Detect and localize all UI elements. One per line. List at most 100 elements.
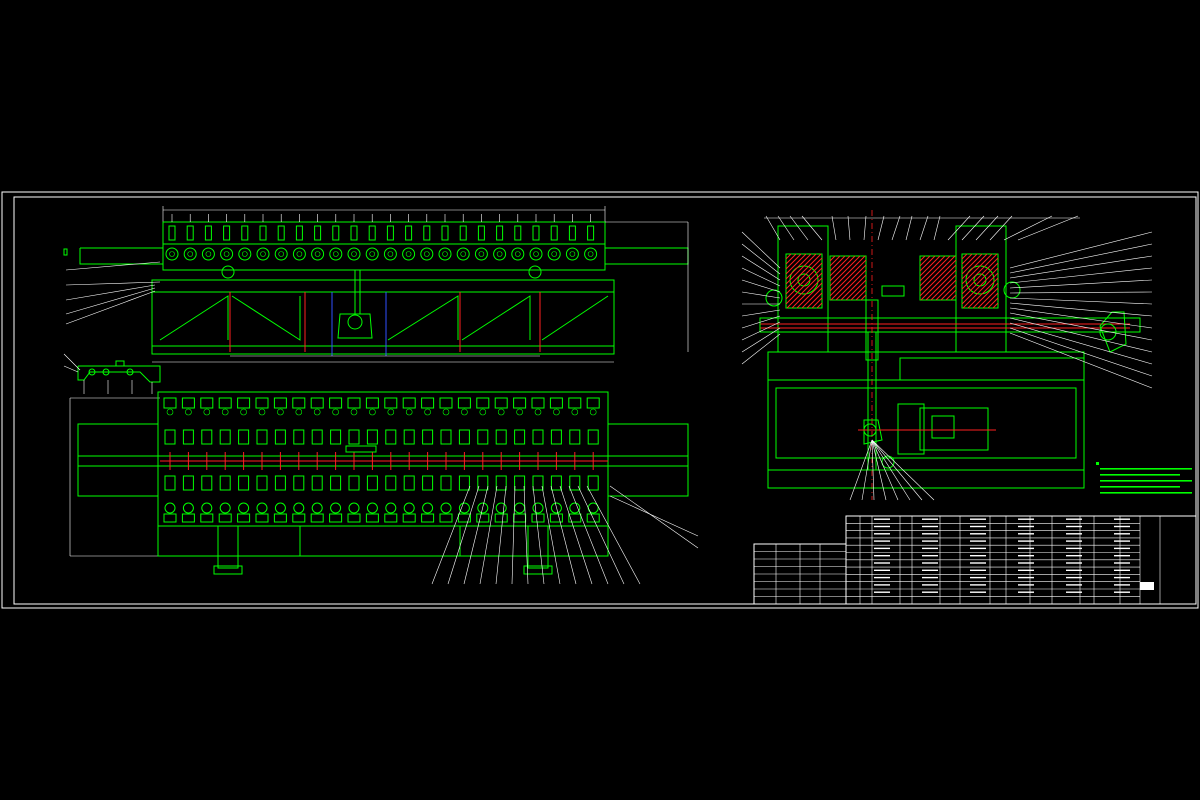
roller-stand xyxy=(459,225,467,241)
roller-lower xyxy=(311,475,323,491)
roller-top xyxy=(347,397,361,409)
roller-bottom xyxy=(348,502,360,514)
roller-bottom xyxy=(256,502,268,514)
roller-top xyxy=(402,397,416,409)
roller xyxy=(420,247,434,261)
plan-view xyxy=(69,391,699,585)
roller-mid xyxy=(182,429,194,445)
roller-lower xyxy=(201,475,213,491)
roller-bottom xyxy=(550,502,562,514)
roller xyxy=(365,247,379,261)
roller-bottom xyxy=(274,502,286,514)
roller-lower xyxy=(219,475,231,491)
roller-stand xyxy=(423,225,431,241)
roller-top xyxy=(494,397,508,409)
roller-lower xyxy=(238,475,250,491)
roller-bottom xyxy=(440,502,452,514)
roller-top xyxy=(476,397,490,409)
roller-top xyxy=(163,397,177,409)
inner-border xyxy=(13,196,1197,605)
roller xyxy=(183,247,197,261)
roller-bottom xyxy=(495,502,507,514)
roller-stand xyxy=(568,225,576,241)
roller-mid xyxy=(330,429,342,445)
roller-mid xyxy=(514,429,526,445)
roller xyxy=(565,247,579,261)
roller-bottom xyxy=(164,502,176,514)
roller-lower xyxy=(164,475,176,491)
roller-lower xyxy=(495,475,507,491)
technical-notes xyxy=(1096,462,1192,494)
roller-mid xyxy=(550,429,562,445)
roller xyxy=(201,247,215,261)
roller-top xyxy=(586,397,600,409)
roller-bottom xyxy=(385,502,397,514)
roller xyxy=(547,247,561,261)
roller-top xyxy=(292,397,306,409)
roller-stand xyxy=(186,225,194,241)
roller-top xyxy=(218,397,232,409)
roller-lower xyxy=(348,475,360,491)
title-block-parts-list xyxy=(753,515,1197,605)
roller xyxy=(474,247,488,261)
roller-mid xyxy=(385,429,397,445)
roller-stand xyxy=(277,225,285,241)
roller xyxy=(165,247,179,261)
roller-top xyxy=(513,397,527,409)
roller-stand xyxy=(477,225,485,241)
roller-mid xyxy=(458,429,470,445)
roller-mid xyxy=(403,429,415,445)
roller-bottom xyxy=(330,502,342,514)
roller-stand xyxy=(405,225,413,241)
roller-mid xyxy=(201,429,213,445)
roller xyxy=(274,247,288,261)
detail-view-small xyxy=(63,353,161,394)
roller-lower xyxy=(403,475,415,491)
roller-top xyxy=(439,397,453,409)
roller-top xyxy=(457,397,471,409)
roller-mid xyxy=(440,429,452,445)
roller-mid xyxy=(274,429,286,445)
roller xyxy=(256,247,270,261)
roller xyxy=(511,247,525,261)
roller-top xyxy=(200,397,214,409)
roller-mid xyxy=(422,429,434,445)
roller-mid xyxy=(348,429,360,445)
roller-top xyxy=(310,397,324,409)
roller-top xyxy=(255,397,269,409)
roller-mid xyxy=(587,429,599,445)
roller xyxy=(238,247,252,261)
roller-mid xyxy=(293,429,305,445)
roller-lower xyxy=(274,475,286,491)
roller-stand xyxy=(168,225,176,241)
roller-stand xyxy=(241,225,249,241)
side-section-view xyxy=(741,210,1153,501)
roller-stand xyxy=(386,225,394,241)
roller-mid xyxy=(219,429,231,445)
roller-bottom xyxy=(293,502,305,514)
roller-bottom xyxy=(403,502,415,514)
roller-top xyxy=(384,397,398,409)
roller-lower xyxy=(385,475,397,491)
roller xyxy=(220,247,234,261)
roller xyxy=(493,247,507,261)
roller-mid xyxy=(495,429,507,445)
roller-lower xyxy=(477,475,489,491)
roller-lower xyxy=(293,475,305,491)
roller-lower xyxy=(458,475,470,491)
front-elevation-view xyxy=(63,206,689,363)
roller-top xyxy=(181,397,195,409)
roller-stand xyxy=(587,225,595,241)
roller-stand xyxy=(441,225,449,241)
roller-top xyxy=(273,397,287,409)
roller xyxy=(584,247,598,261)
roller xyxy=(383,247,397,261)
roller-stand xyxy=(514,225,522,241)
roller-lower xyxy=(514,475,526,491)
roller-bottom xyxy=(366,502,378,514)
roller-bottom xyxy=(422,502,434,514)
roller-bottom xyxy=(458,502,470,514)
roller-bottom xyxy=(514,502,526,514)
